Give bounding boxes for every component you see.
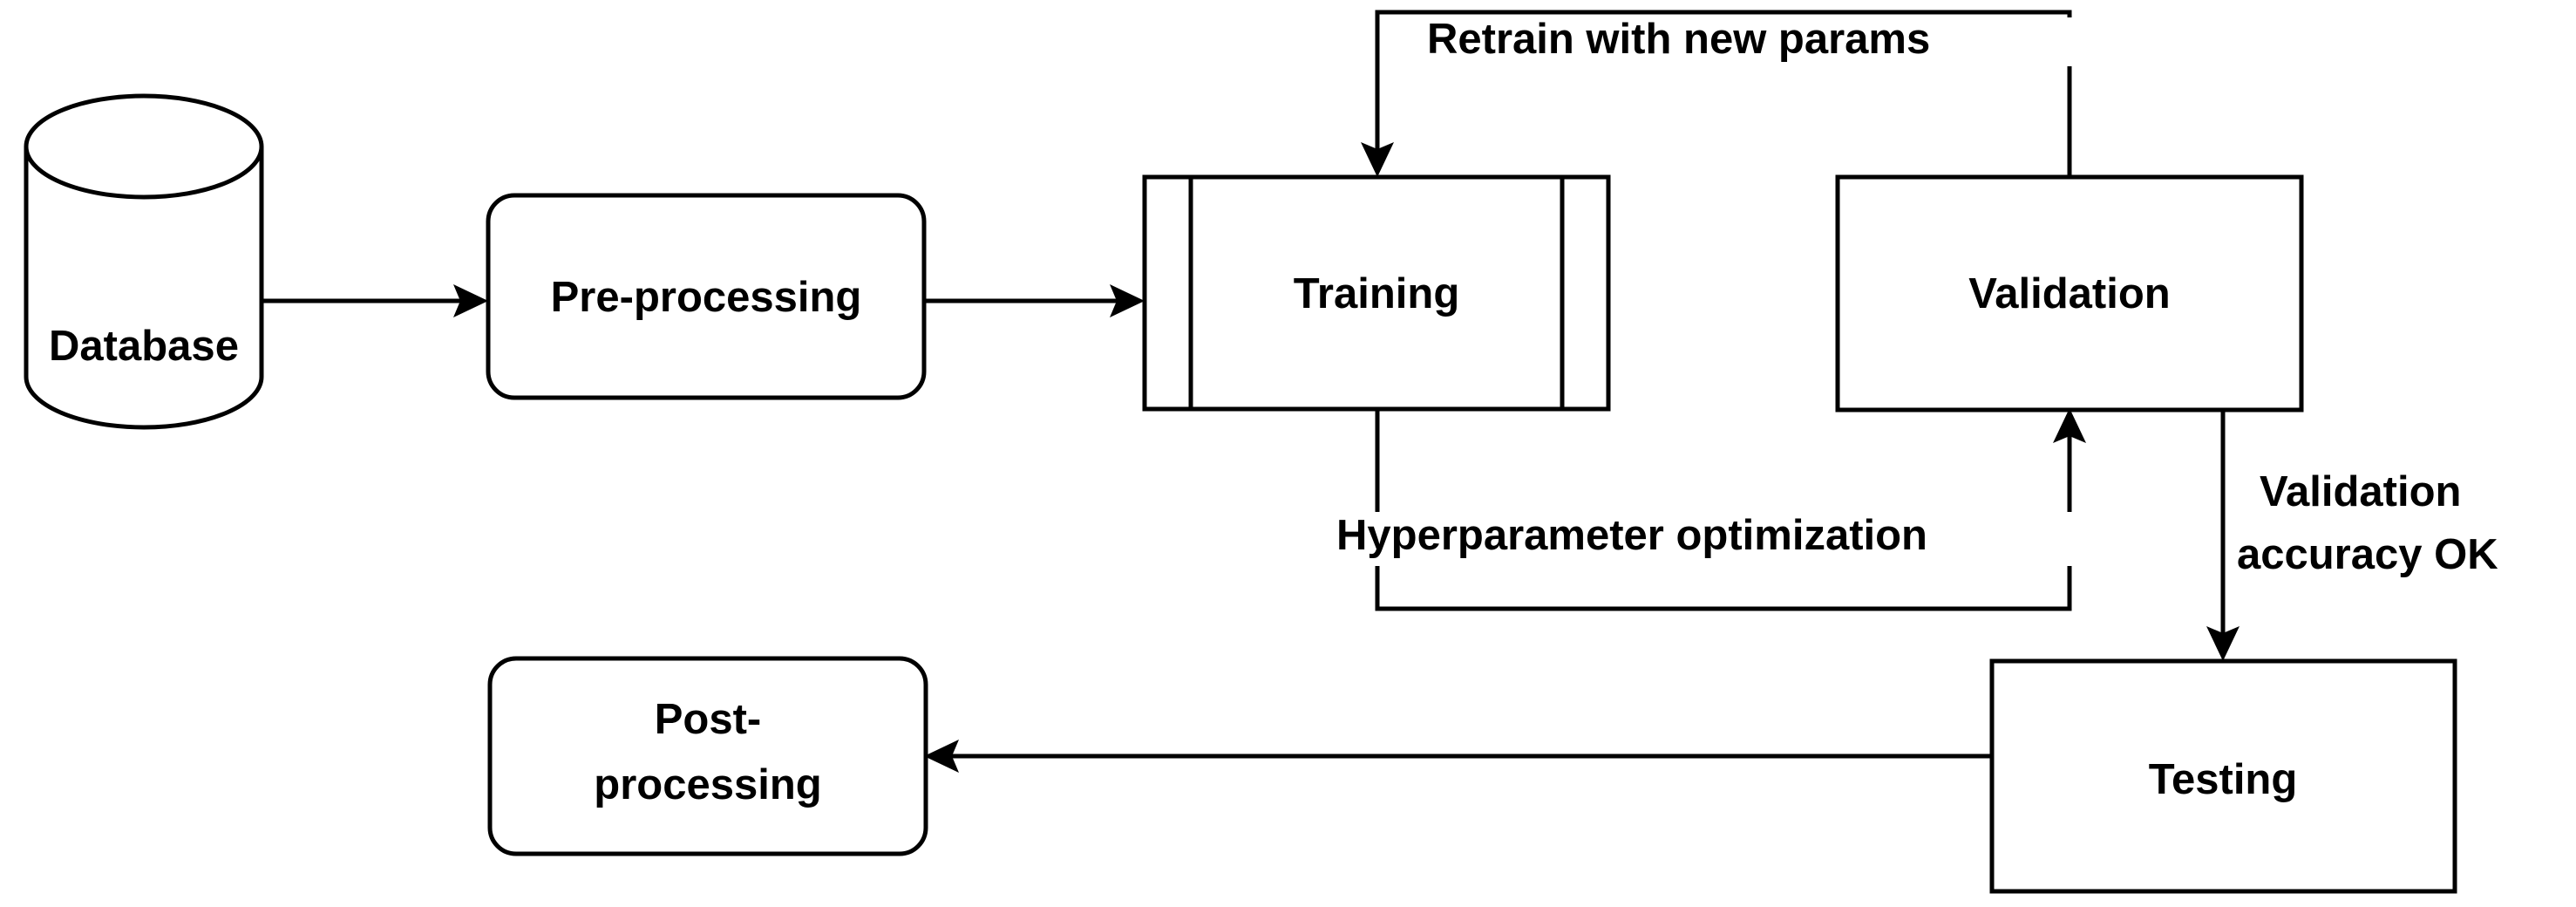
node-training[interactable]: Training [1142, 174, 1611, 412]
edge-label-validation-accuracy: Validation accuracy OK [2237, 468, 2498, 578]
node-validation[interactable]: Validation [1835, 174, 2304, 413]
label-backdrop [1332, 512, 2169, 566]
edge-label-retrain: Retrain with new params [1421, 16, 2110, 66]
edge-line [1375, 10, 2072, 177]
node-preprocessing[interactable]: Pre-processing [486, 193, 927, 400]
node-label-postprocessing-line1: Post- [655, 696, 762, 743]
arrowhead-icon [924, 740, 959, 773]
node-label-testing: Testing [2149, 756, 2298, 803]
cylinder-top-ellipse [24, 146, 264, 200]
edge-label-hyperparameter: Hyperparameter optimization [1332, 512, 2169, 566]
arrowhead-icon [2053, 408, 2086, 443]
node-label-database: Database [49, 323, 239, 370]
preprocessing-box [486, 193, 927, 400]
edge-retrain-loop [1361, 10, 2072, 177]
testing-box [1989, 658, 2457, 894]
node-postprocessing[interactable]: Post- processing [487, 656, 928, 856]
postprocessing-box [487, 656, 928, 856]
edge-label-retrain-text: Retrain with new params [1427, 16, 1930, 63]
edge-database-to-preprocessing [262, 284, 488, 317]
edge-line [1375, 409, 2072, 611]
edge-validation-to-testing [2206, 410, 2240, 661]
validation-box [1835, 174, 2304, 413]
arrowhead-icon [1110, 284, 1145, 317]
edge-preprocessing-to-training [924, 284, 1145, 317]
cylinder-body [24, 93, 264, 430]
label-backdrop [1421, 17, 2110, 66]
arrowhead-icon [453, 284, 488, 317]
node-testing[interactable]: Testing [1989, 658, 2457, 894]
node-label-training: Training [1294, 270, 1460, 317]
edge-label-validation-accuracy-line2: accuracy OK [2237, 531, 2498, 578]
node-label-preprocessing: Pre-processing [551, 274, 862, 321]
arrowhead-icon [2206, 626, 2240, 661]
node-database[interactable]: Database [24, 93, 264, 430]
edge-testing-to-postprocessing [924, 740, 1992, 773]
node-label-validation: Validation [1968, 270, 2170, 317]
edge-label-validation-accuracy-line1: Validation [2260, 468, 2461, 515]
node-label-postprocessing-line2: processing [594, 761, 821, 808]
training-box [1142, 174, 1611, 412]
edge-hyperparameter-loop [1375, 408, 2086, 611]
edge-label-hyperparameter-text: Hyperparameter optimization [1336, 512, 1927, 559]
arrowhead-icon [1361, 142, 1394, 177]
